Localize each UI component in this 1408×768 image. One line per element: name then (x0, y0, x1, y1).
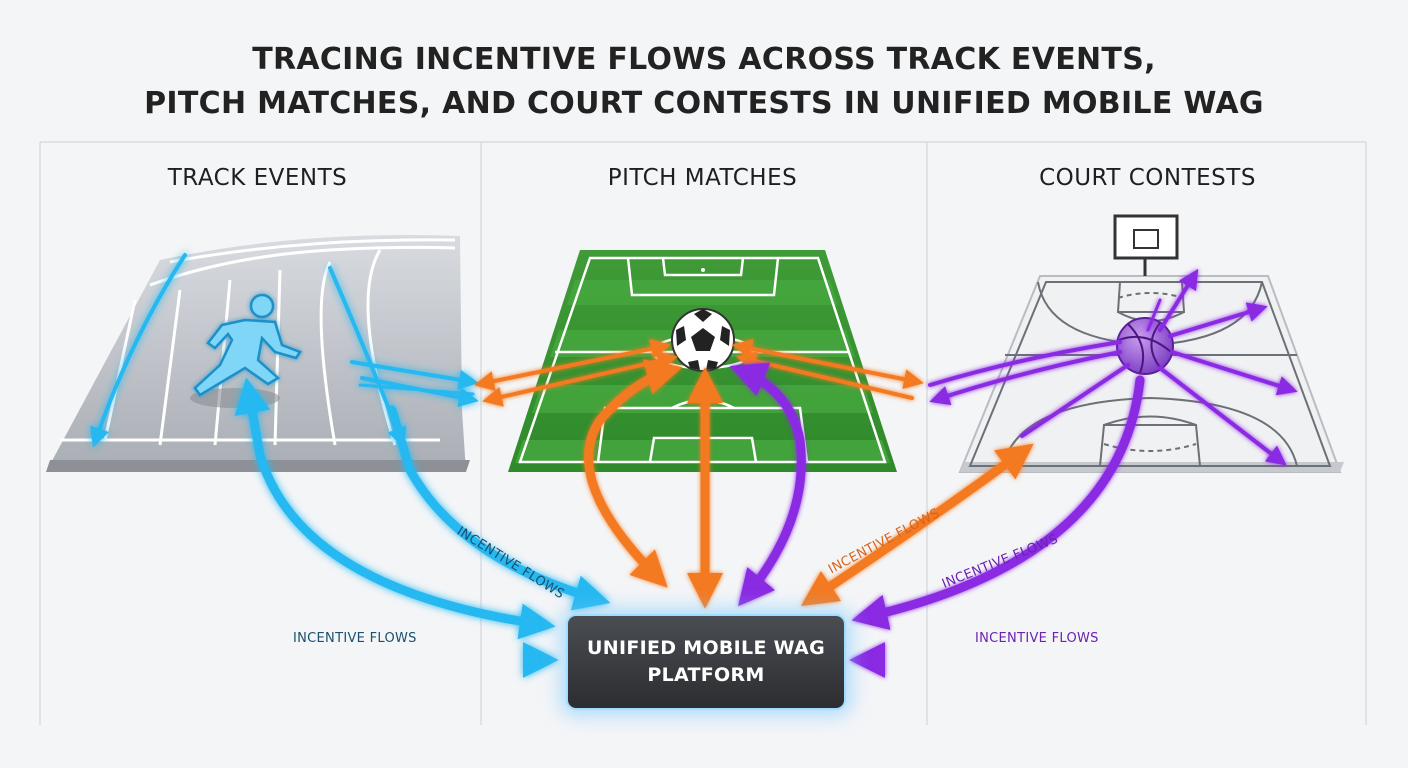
unified-platform-hub: UNIFIED MOBILE WAG PLATFORM (566, 614, 846, 710)
court-incentive-flows (729, 268, 1315, 678)
column-heading-pitch: PITCH MATCHES (607, 165, 798, 191)
flow-label-court-horizontal: INCENTIVE FLOWS (975, 631, 1099, 646)
pitch-incentive-flows (474, 338, 1034, 609)
hub-line-1: UNIFIED MOBILE WAG (587, 637, 825, 659)
sprinter-figure (193, 293, 302, 397)
column-heading-track: TRACK EVENTS (167, 165, 348, 191)
column-heading-court: COURT CONTESTS (1039, 165, 1256, 191)
soccer-pitch-icon (508, 250, 897, 472)
track-incentive-flows (90, 253, 611, 678)
basketball-court-icon (958, 214, 1344, 473)
soccer-ball-icon (671, 308, 735, 372)
basketball-icon (1116, 317, 1174, 375)
title-line-2: PITCH MATCHES, AND COURT CONTESTS IN UNI… (144, 86, 1264, 121)
basketball-hoop-icon (1113, 214, 1179, 276)
hub-line-2: PLATFORM (647, 664, 765, 686)
page-title: TRACING INCENTIVE FLOWS ACROSS TRACK EVE… (0, 38, 1408, 126)
flow-label-track-horizontal: INCENTIVE FLOWS (293, 631, 417, 646)
title-line-1: TRACING INCENTIVE FLOWS ACROSS TRACK EVE… (252, 42, 1156, 77)
